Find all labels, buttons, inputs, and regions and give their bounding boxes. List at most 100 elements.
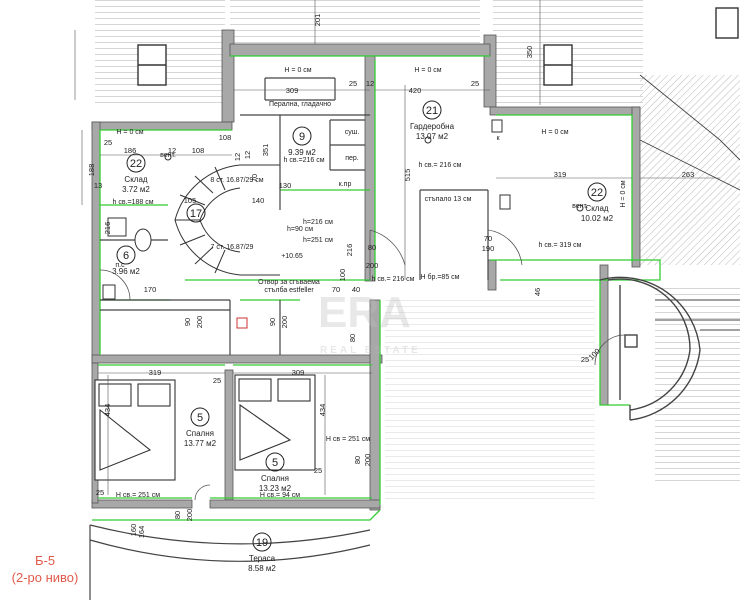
room-number: 22	[591, 187, 603, 199]
plan-label: h=216 см	[303, 219, 333, 226]
dimension-value: 100	[338, 269, 347, 282]
dimension-value: 420	[409, 86, 422, 95]
plan-label: вент.	[160, 152, 176, 159]
plan-label: стълба estfeller	[264, 286, 314, 294]
dimension-value: 25	[96, 488, 104, 497]
dimension-value: 25	[581, 355, 589, 364]
dimension-lines	[74, 0, 720, 495]
dimension-value: 200	[185, 509, 194, 522]
dimension-value: 90	[268, 318, 277, 326]
plan-label: к	[496, 135, 500, 142]
plan-label: Н бр.=85 см	[421, 273, 460, 281]
room-number: 9	[299, 131, 305, 143]
room-number-circle	[126, 153, 146, 173]
room-area: 13.77 м2	[184, 439, 217, 448]
dimension-value: 200	[195, 316, 204, 329]
dimension-value: 190	[482, 244, 495, 253]
dimension-value: 351	[261, 144, 270, 157]
dimension-value: 25	[213, 376, 221, 385]
dimension-value: 12	[366, 79, 374, 88]
sheet-caption-level: (2-ро ниво)	[11, 570, 79, 585]
room-name: Спалня	[186, 429, 214, 438]
dimension-value: 200	[280, 316, 289, 329]
plan-label: H = 0 см	[284, 67, 311, 74]
dimension-value: 188	[87, 164, 96, 177]
room-number-circle	[190, 407, 210, 427]
plan-label: H = 0 см	[620, 180, 627, 207]
dimension-value: 90	[183, 318, 192, 326]
dimension-value: 434	[103, 404, 112, 417]
dimension-value: 108	[192, 146, 205, 155]
terrace-curve	[89, 524, 371, 600]
dimension-value: 350	[525, 46, 534, 59]
room-area: 3.72 м2	[122, 185, 150, 194]
plan-label: h св.=216 см	[283, 157, 324, 164]
roof-hatching	[95, 0, 740, 500]
room-number-circle	[292, 126, 312, 146]
dimension-value: 201	[313, 14, 322, 27]
room-name: Гардеробна	[410, 122, 455, 131]
room-circles	[116, 100, 607, 552]
room-area: 13.23 м2	[259, 484, 292, 493]
room-area: 13.07 м2	[416, 132, 449, 141]
room-number: 21	[426, 105, 438, 117]
plan-label: суш.	[345, 129, 360, 136]
fixtures	[102, 119, 584, 329]
room-name: Спалня	[261, 474, 289, 483]
dimension-value: 216	[103, 222, 112, 235]
dimension-value: 309	[292, 368, 305, 377]
dimension-value: 70	[250, 174, 259, 182]
dimension-value: 263	[682, 170, 695, 179]
dimension-value: 216	[345, 244, 354, 257]
room-name: Склад	[585, 204, 608, 213]
room-area: 10.02 м2	[581, 214, 614, 223]
plan-label: Отвор за сгъваема	[258, 279, 320, 286]
dimension-value: 140	[252, 196, 265, 205]
plan-label: 7 ст. 16.87/29	[211, 244, 254, 251]
dimension-value: 25	[104, 138, 112, 147]
dimension-value: 12	[168, 146, 176, 155]
plan-label: к.пр	[339, 181, 352, 188]
interior-walls	[100, 77, 489, 355]
watermark-sub: REAL ESTATE	[320, 345, 421, 356]
dimension-value: 319	[554, 170, 567, 179]
room-number-circle	[252, 532, 272, 552]
plan-label: h=90 см	[287, 226, 313, 233]
dimension-value: 160	[129, 524, 138, 537]
plan-label: H = 0 см	[541, 129, 568, 136]
dimension-value: 80	[353, 456, 362, 464]
room-area: 9.39 м2	[288, 148, 316, 157]
room-number: 22	[130, 158, 142, 170]
room-number-circle	[116, 245, 136, 265]
room-name: Склад	[124, 175, 147, 184]
dimension-value: 515	[403, 169, 412, 182]
room-number-circle	[422, 100, 442, 120]
room-number: 5	[272, 457, 278, 469]
room-number: 6	[123, 250, 129, 262]
plan-label: h=251 см	[303, 237, 333, 244]
plan-label: h св.=188 см	[112, 199, 153, 206]
roof-windows	[137, 7, 739, 86]
dimension-value: 80	[173, 511, 182, 519]
dimension-value: 40	[352, 285, 360, 294]
dimension-value: 309	[286, 86, 299, 95]
room-area: 3.96 м2	[112, 267, 140, 276]
dimension-value: 13	[94, 181, 102, 190]
plan-label: стъпало 13 см	[425, 196, 472, 203]
dimension-value: 130	[279, 181, 292, 190]
plan-label: Н св = 251 см	[326, 436, 370, 443]
dimension-value: 434	[318, 404, 327, 417]
dimension-value: 70	[332, 285, 340, 294]
sheet-caption: Б-5 (2-ро ниво)	[0, 552, 90, 586]
dimension-texts: 201 350 309 25 12 420 25 25 186 12 108 108 515 319 263…	[87, 14, 694, 539]
room-number: 5	[197, 412, 203, 424]
dimension-value: 108	[219, 133, 232, 142]
plan-label: пер.	[345, 155, 359, 162]
dimension-value: 164	[137, 526, 146, 539]
plan-label: п.с	[115, 262, 125, 269]
spiral-stair	[174, 164, 280, 276]
room-number-circle	[587, 182, 607, 202]
dimension-value: 186	[124, 146, 137, 155]
